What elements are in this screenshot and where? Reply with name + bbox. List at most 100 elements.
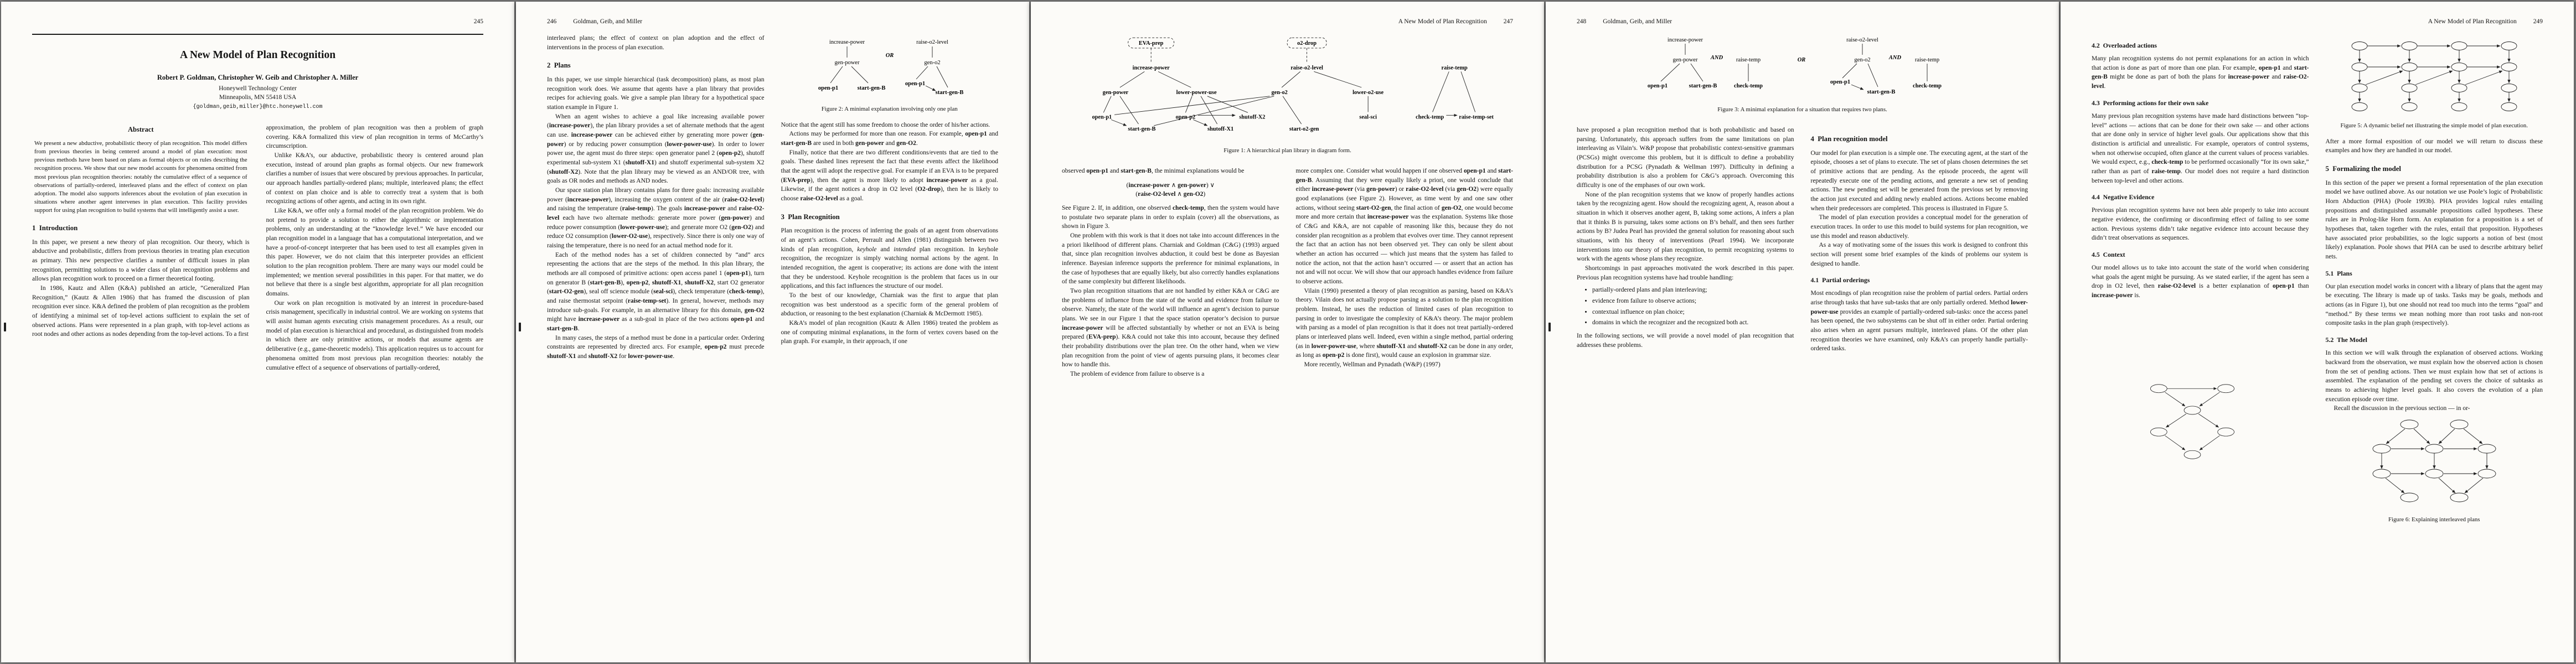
figure5-edges	[2358, 44, 2511, 102]
figure6-nodes	[2372, 419, 2496, 502]
paragraph: See Figure 2. If, in addition, one obser…	[1062, 204, 1279, 230]
left-column: interleaved plans; the effect of context…	[547, 34, 765, 361]
paragraph: Shortcomings in past approaches motivate…	[1577, 265, 1794, 281]
paragraph: Each of the method nodes has a set of ch…	[547, 251, 765, 333]
paragraph: The model of plan execution provides a c…	[1810, 214, 2028, 240]
fig-goal-node: raise-o2-level	[1290, 65, 1323, 71]
left-column: observed open-p1 and start-gen-B, the mi…	[1062, 167, 1279, 379]
page-number: 247	[1503, 18, 1513, 25]
figure3-caption: Figure 3: A minimal explanation for a si…	[1717, 106, 1887, 113]
paragraph: Most encodings of plan recognition raise…	[1810, 290, 2028, 352]
subsection-heading-overloaded: 4.2 Overloaded actions	[2092, 42, 2157, 49]
left-column: 4.2 Overloaded actions Many plan recogni…	[2092, 34, 2309, 531]
paragraph: In this paper, we use simple hierarchica…	[547, 76, 765, 111]
paragraph: Two plan recognition situations that are…	[1062, 287, 1279, 369]
formula-line: (raise-O2-level ∧ gen-O2)	[1135, 190, 1206, 198]
title-block: A New Model of Plan Recognition Robert P…	[32, 49, 483, 110]
paragraph: Our model for plan execution is a simple…	[1810, 149, 2028, 212]
section-heading-formalizing: 5 Formalizing the model	[2325, 165, 2401, 173]
figure3-edges	[1660, 44, 1927, 90]
fig-context-node: EVA-prep	[1138, 40, 1163, 46]
paragraph: In 1986, Kautz and Allen (K&A) published…	[32, 285, 250, 338]
figure-3: increase-power gen-power AND raise-temp …	[1577, 34, 2028, 113]
paragraph: In many cases, the steps of a method mus…	[547, 334, 765, 360]
paragraph: Many plan recognition systems do not per…	[2092, 55, 2309, 90]
fig-action-node: raise-temp-set	[1459, 114, 1494, 120]
author-line: Robert P. Goldman, Christopher W. Geib a…	[157, 74, 359, 81]
fig-node: raise-temp	[1914, 57, 1939, 63]
figure3-nodes: increase-power gen-power AND raise-temp …	[1647, 37, 1941, 95]
paragraph: approximation, the problem of plan recog…	[266, 124, 484, 150]
paragraph: More recently, Wellman and Pynadath (W&P…	[1304, 361, 1441, 369]
fig-node: raise-o2-level	[916, 39, 948, 45]
paragraph: Vilain (1990) presented a theory of plan…	[1295, 287, 1514, 359]
two-column-body: Abstract We present a new abductive, pro…	[32, 123, 483, 372]
section-heading-plans: 2 Plans	[547, 61, 571, 70]
scan-artifact	[519, 323, 521, 331]
network-nodes	[2150, 384, 2235, 459]
right-column: Figure 5: A dynamic belief net illustrat…	[2326, 34, 2543, 531]
fig-node-observed: start-gen-B	[857, 85, 885, 91]
paragraph: have proposed a plan recognition method …	[1577, 127, 1794, 189]
fig-action-node: start-o2-gen	[1289, 126, 1319, 132]
fig-node-observed: start-gen-B	[1689, 83, 1717, 89]
right-column: 4 Plan recognition model Our model for p…	[1811, 126, 2028, 354]
page-number: 245	[473, 18, 483, 25]
paragraph: Like K&A, we offer only a formal model o…	[266, 208, 484, 298]
fig-context-node: o2-drop	[1297, 40, 1317, 46]
bullet-item: domains in which the recognizer and the …	[1592, 318, 1794, 328]
running-header: A New Model of Plan Recognition 249	[2092, 18, 2543, 25]
subsection-heading-plans: 5.1 Plans	[2325, 269, 2352, 277]
paragraph: Unlike K&A’s, our abductive, probabilist…	[266, 152, 484, 205]
network-edges	[2165, 387, 2220, 450]
subsection-heading-partial-orderings: 4.1 Partial orderings	[1810, 276, 1870, 284]
figure-2: increase-power raise-o2-level OR gen-pow…	[781, 36, 999, 113]
fig-node: raise-temp	[1736, 57, 1760, 63]
paragraph: The problem of evidence from failure to …	[1070, 370, 1205, 377]
bullet-item: contextual influence on plan choice;	[1592, 308, 1794, 317]
paper-title: A New Model of Plan Recognition	[179, 49, 336, 61]
network-diagram	[2150, 384, 2235, 459]
two-column-body: have proposed a plan recognition method …	[1577, 126, 2028, 354]
fig-node-observed: open-p1	[818, 85, 838, 91]
right-column: increase-power raise-o2-level OR gen-pow…	[781, 34, 999, 361]
page-248: 248 Goldman, Geib, and Miller in	[1546, 2, 2059, 662]
fig-node: increase-power	[1667, 37, 1703, 43]
figure6-caption: Figure 6: Explaining interleaved plans	[2388, 516, 2480, 523]
two-column-body: observed open-p1 and start-gen-B, the mi…	[1062, 167, 1513, 379]
right-column: more complex one. Consider what would ha…	[1296, 167, 1514, 379]
affiliation-address: Minneapolis, MN 55418 USA	[219, 94, 297, 101]
running-header: 245	[32, 18, 483, 25]
fig-method-node: gen-power	[1102, 90, 1128, 96]
fig-or-label: OR	[885, 53, 894, 59]
fig-or-label: OR	[1797, 57, 1805, 63]
fig-goal-node: raise-temp	[1441, 65, 1467, 71]
paragraph: interleaved plans; the effect of context…	[547, 35, 765, 51]
fig-node: gen-o2	[1854, 57, 1870, 63]
affiliation: Honeywell Technology Center	[219, 85, 297, 92]
paragraph: Many previous plan recognition systems h…	[2092, 112, 2309, 184]
fig-action-node: open-p2	[1175, 114, 1195, 120]
page-number: 249	[2533, 18, 2543, 25]
figure-6: Figure 6: Explaining interleaved plans	[2326, 416, 2543, 523]
figure1-edges	[1103, 37, 1475, 126]
figure5-diagram	[2351, 42, 2517, 111]
subsection-heading-own-sake: 4.3 Performing actions for their own sak…	[2092, 98, 2209, 107]
paragraph: In the following sections, we will provi…	[1577, 333, 1794, 349]
title-rule	[32, 34, 483, 35]
fig-action-node: seal-sci	[1359, 114, 1377, 120]
paragraph: Our work on plan recognition is motivate…	[266, 299, 484, 371]
shortcomings-list: partially-ordered plans and plan interle…	[1592, 286, 1794, 328]
paragraph: Notice that the agent still has some fre…	[781, 121, 990, 128]
page-number: 246	[547, 18, 557, 25]
fig-node: increase-power	[829, 39, 865, 45]
paragraph: After a more formal exposition of our mo…	[2325, 138, 2543, 154]
abstract-heading: Abstract	[127, 126, 154, 134]
paragraph: Plan recognition is the process of infer…	[781, 227, 999, 290]
figure2-edges	[830, 46, 948, 91]
fig-node-observed: open-p1	[905, 81, 925, 87]
fig-action-node: check-temp	[1416, 114, 1444, 120]
subsection-heading-the-model: 5.2 The Model	[2325, 336, 2367, 344]
two-column-body: 4.2 Overloaded actions Many plan recogni…	[2092, 34, 2543, 531]
bullet-item: evidence from failure to observe actions…	[1592, 297, 1794, 306]
